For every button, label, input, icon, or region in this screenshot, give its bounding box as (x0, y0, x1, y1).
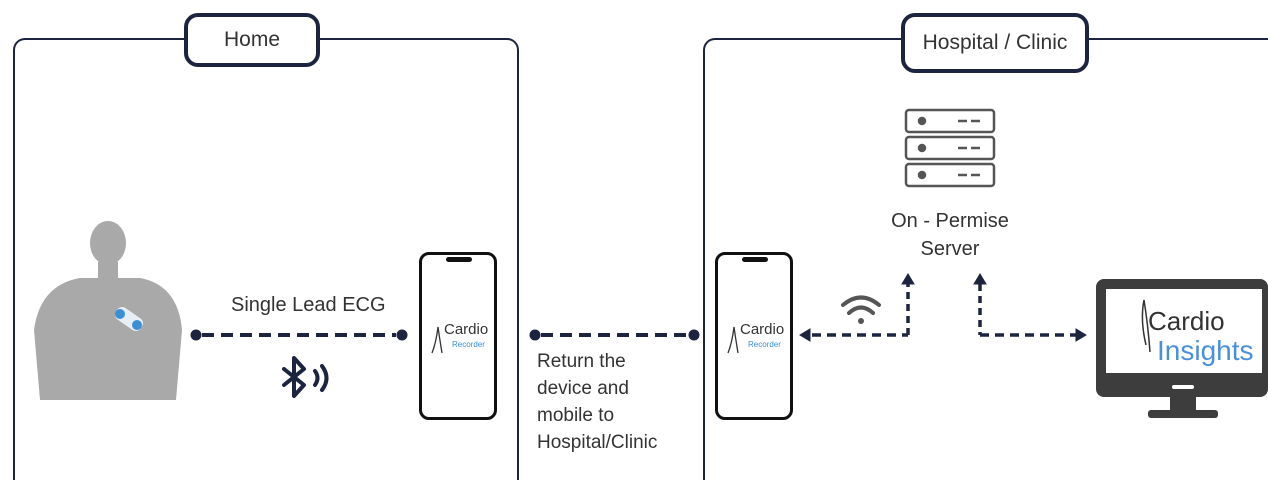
phone-server-link (799, 273, 915, 342)
home-title: Home (184, 13, 320, 67)
logo-sub: Recorder (748, 340, 781, 349)
server-line: Server (920, 238, 980, 260)
server-icon (904, 108, 996, 188)
cardio-recorder-logo: Cardio Recorder (430, 321, 494, 355)
wifi-icon (841, 295, 881, 324)
return-line: Hospital/Clinic (537, 432, 658, 453)
ecg-link (190, 329, 408, 341)
ecg-wave-icon (727, 326, 739, 354)
monitor-icon (1096, 279, 1268, 418)
return-line: device and (537, 378, 629, 399)
server-label: On - Permise Server (880, 207, 1020, 263)
phone-notch (742, 257, 768, 262)
logo-sub: Recorder (452, 340, 485, 349)
ecg-wave-icon (431, 326, 443, 354)
phone-notch (446, 257, 472, 262)
server-line: On - Permise (891, 210, 1009, 232)
monitor-logo-brand: Cardio (1148, 306, 1225, 336)
hospital-title: Hospital / Clinic (901, 13, 1089, 73)
return-line: Return the (537, 351, 626, 372)
return-label: Return the device and mobile to Hospital… (537, 348, 657, 456)
person-icon (34, 221, 182, 400)
return-link (529, 329, 700, 341)
patient-phone: Cardio Recorder (419, 252, 497, 420)
clinic-phone: Cardio Recorder (715, 252, 793, 420)
logo-brand: Cardio (740, 321, 785, 338)
ecg-patch-icon (115, 307, 143, 331)
cardio-recorder-logo: Cardio Recorder (726, 321, 790, 355)
logo-brand: Cardio (444, 321, 489, 338)
monitor-logo-sub: Insights (1157, 335, 1254, 366)
ecg-label: Single Lead ECG (231, 294, 386, 316)
server-monitor-link (973, 273, 1087, 342)
bluetooth-icon (282, 356, 329, 398)
diagram-graphics (34, 108, 1268, 418)
return-line: mobile to (537, 405, 615, 426)
